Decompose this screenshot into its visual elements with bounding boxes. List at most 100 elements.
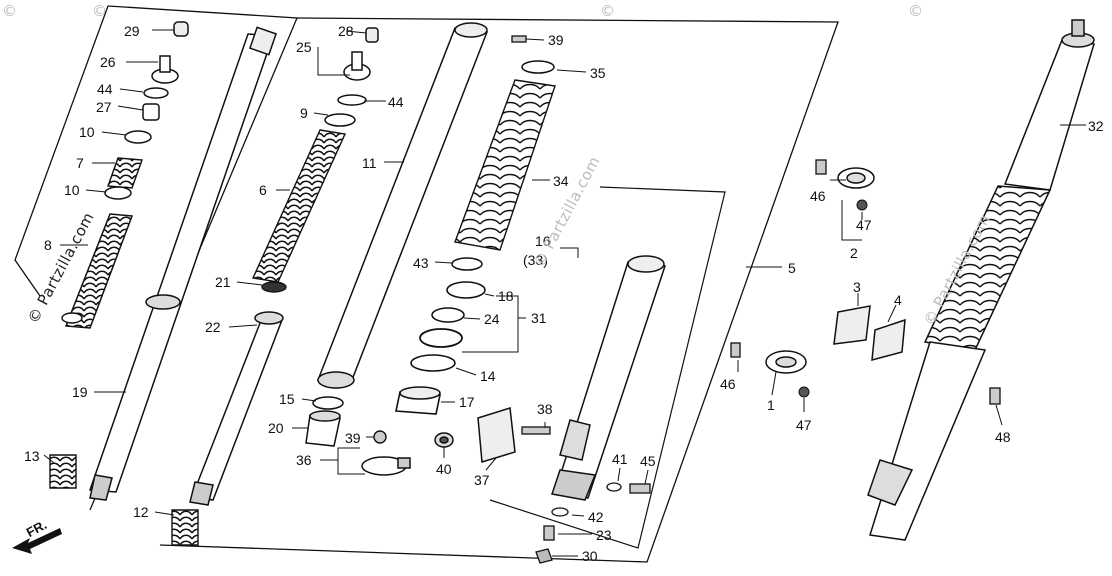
callout-46a: 46 — [810, 188, 826, 204]
callout-46b: 46 — [720, 376, 736, 392]
clamp-1 — [765, 350, 807, 374]
washer-9 — [324, 113, 356, 127]
callout-1: 1 — [767, 397, 775, 413]
callout-23: 23 — [596, 527, 612, 543]
callout-3: 3 — [853, 279, 861, 295]
callout-21: 21 — [215, 274, 231, 290]
callout-7: 7 — [76, 155, 84, 171]
callout-2: 2 — [850, 245, 858, 261]
watermark-corner-0: © — [2, 2, 18, 20]
callout-43: 43 — [413, 255, 429, 271]
cap-29 — [173, 21, 189, 37]
callout-12: 12 — [133, 504, 149, 520]
valve-26 — [151, 55, 179, 84]
callout-33: (33) — [523, 252, 548, 268]
callout-17: 17 — [459, 394, 475, 410]
lower-leg-16 — [551, 255, 667, 501]
callout-34: 34 — [553, 173, 569, 189]
bushing-20 — [305, 410, 341, 447]
nut-40 — [434, 432, 454, 448]
callout-39a: 39 — [345, 430, 361, 446]
seal-43 — [451, 257, 483, 271]
fork-assembly-32 — [867, 19, 1095, 541]
ring-21 — [261, 281, 287, 293]
callout-28: 28 — [338, 23, 354, 39]
callout-18: 18 — [498, 288, 514, 304]
bolt-39a — [373, 430, 387, 444]
callout-5: 5 — [788, 260, 796, 276]
callout-38: 38 — [537, 401, 553, 417]
washer-10b — [104, 186, 132, 200]
callout-14: 14 — [480, 368, 496, 384]
washer-10a — [124, 130, 152, 144]
nut-47a — [856, 199, 868, 211]
callout-15: 15 — [279, 391, 295, 407]
callout-44b: 44 — [388, 94, 404, 110]
ring-15 — [312, 396, 344, 410]
bolt-38 — [521, 426, 551, 435]
screw-39b — [511, 35, 527, 43]
cap-28 — [365, 27, 379, 43]
spring-13 — [49, 454, 77, 489]
watermark-corner-1: © — [92, 2, 108, 20]
holder-37 — [477, 407, 516, 463]
valve-25 — [343, 51, 371, 81]
watermark-corner-2: © — [600, 2, 616, 20]
lower-leg-box — [489, 186, 726, 549]
clip-24 — [431, 307, 465, 323]
bushing-27 — [142, 103, 160, 121]
callout-11: 11 — [362, 155, 377, 171]
seal-31 — [419, 328, 463, 348]
callout-22: 22 — [205, 319, 221, 335]
washer-41 — [606, 482, 622, 492]
callout-10a: 10 — [79, 124, 95, 140]
screw-23 — [543, 525, 555, 541]
callout-16: 16 — [535, 233, 551, 249]
callout-41: 41 — [612, 451, 628, 467]
callout-24: 24 — [484, 311, 500, 327]
callout-37: 37 — [474, 472, 490, 488]
clamp-36 — [361, 456, 411, 476]
spring-12 — [171, 509, 199, 546]
callout-47a: 47 — [856, 217, 872, 233]
clip-small — [61, 312, 83, 324]
washer-42 — [551, 507, 569, 517]
callout-10b: 10 — [64, 182, 80, 198]
callout-31: 31 — [531, 310, 547, 326]
callout-8: 8 — [44, 237, 52, 253]
bushing-17 — [395, 386, 441, 415]
callout-4: 4 — [894, 292, 902, 308]
spring-6 — [251, 129, 347, 283]
fork-tube-19 — [88, 26, 277, 501]
callout-26: 26 — [100, 54, 116, 70]
boot-34 — [454, 79, 556, 251]
callout-27: 27 — [96, 99, 112, 115]
callout-32: 32 — [1088, 118, 1104, 134]
bolt-45 — [629, 483, 651, 494]
nut-47b — [798, 386, 810, 398]
callout-36: 36 — [296, 452, 312, 468]
bolt-46a — [815, 159, 827, 175]
callout-29: 29 — [124, 23, 140, 39]
clamp-35 — [521, 60, 555, 74]
oring-44b — [337, 94, 367, 106]
callout-35: 35 — [590, 65, 606, 81]
callout-40: 40 — [436, 461, 452, 477]
leader-lines — [43, 29, 1086, 557]
front-arrow-icon — [12, 528, 62, 554]
spring-8 — [64, 213, 134, 329]
callout-20: 20 — [268, 420, 284, 436]
callout-45: 45 — [640, 453, 656, 469]
washer-14 — [410, 354, 456, 372]
clamp-2 — [837, 167, 875, 189]
callout-6: 6 — [259, 182, 267, 198]
callout-42: 42 — [588, 509, 604, 525]
callout-30: 30 — [582, 548, 598, 564]
callout-9: 9 — [300, 105, 308, 121]
oring-44a — [143, 87, 169, 99]
bolt-46b — [730, 342, 741, 358]
plate-4 — [871, 318, 906, 362]
main-group-outline — [159, 17, 839, 563]
callout-25: 25 — [296, 39, 312, 55]
